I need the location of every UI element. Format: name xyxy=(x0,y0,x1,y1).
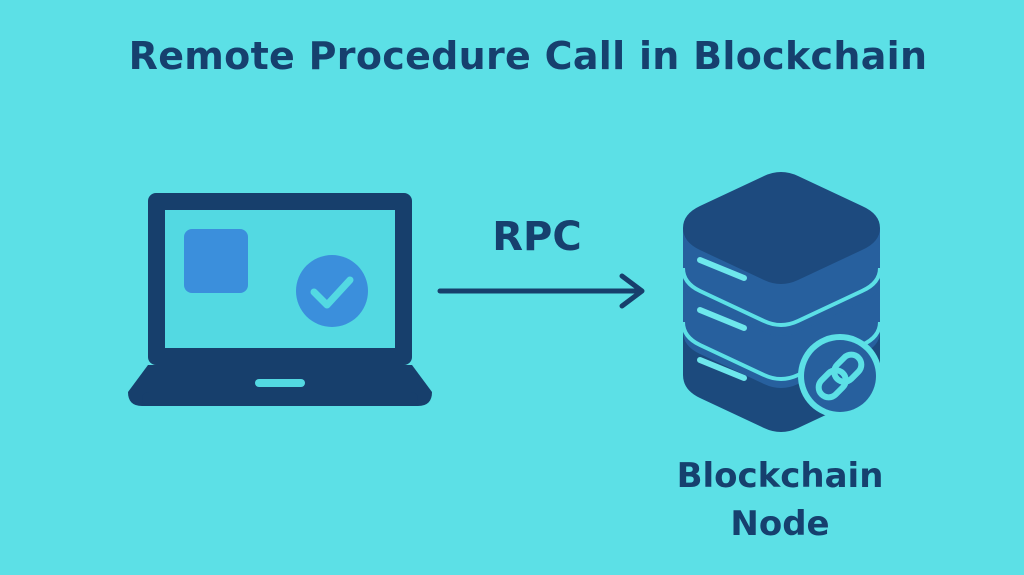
diagram-title: Remote Procedure Call in Blockchain xyxy=(128,34,928,78)
rpc-arrow xyxy=(437,273,645,309)
chain-link-icon xyxy=(798,334,882,418)
check-circle-icon xyxy=(296,255,368,327)
app-window-icon xyxy=(184,229,248,293)
laptop-icon xyxy=(128,193,432,406)
node-label-line2: Node xyxy=(730,504,830,544)
server-stack-icon xyxy=(681,172,882,432)
rpc-label: RPC xyxy=(492,214,582,260)
node-label: Blockchain Node xyxy=(660,452,900,548)
node-label-line1: Blockchain xyxy=(676,456,884,496)
